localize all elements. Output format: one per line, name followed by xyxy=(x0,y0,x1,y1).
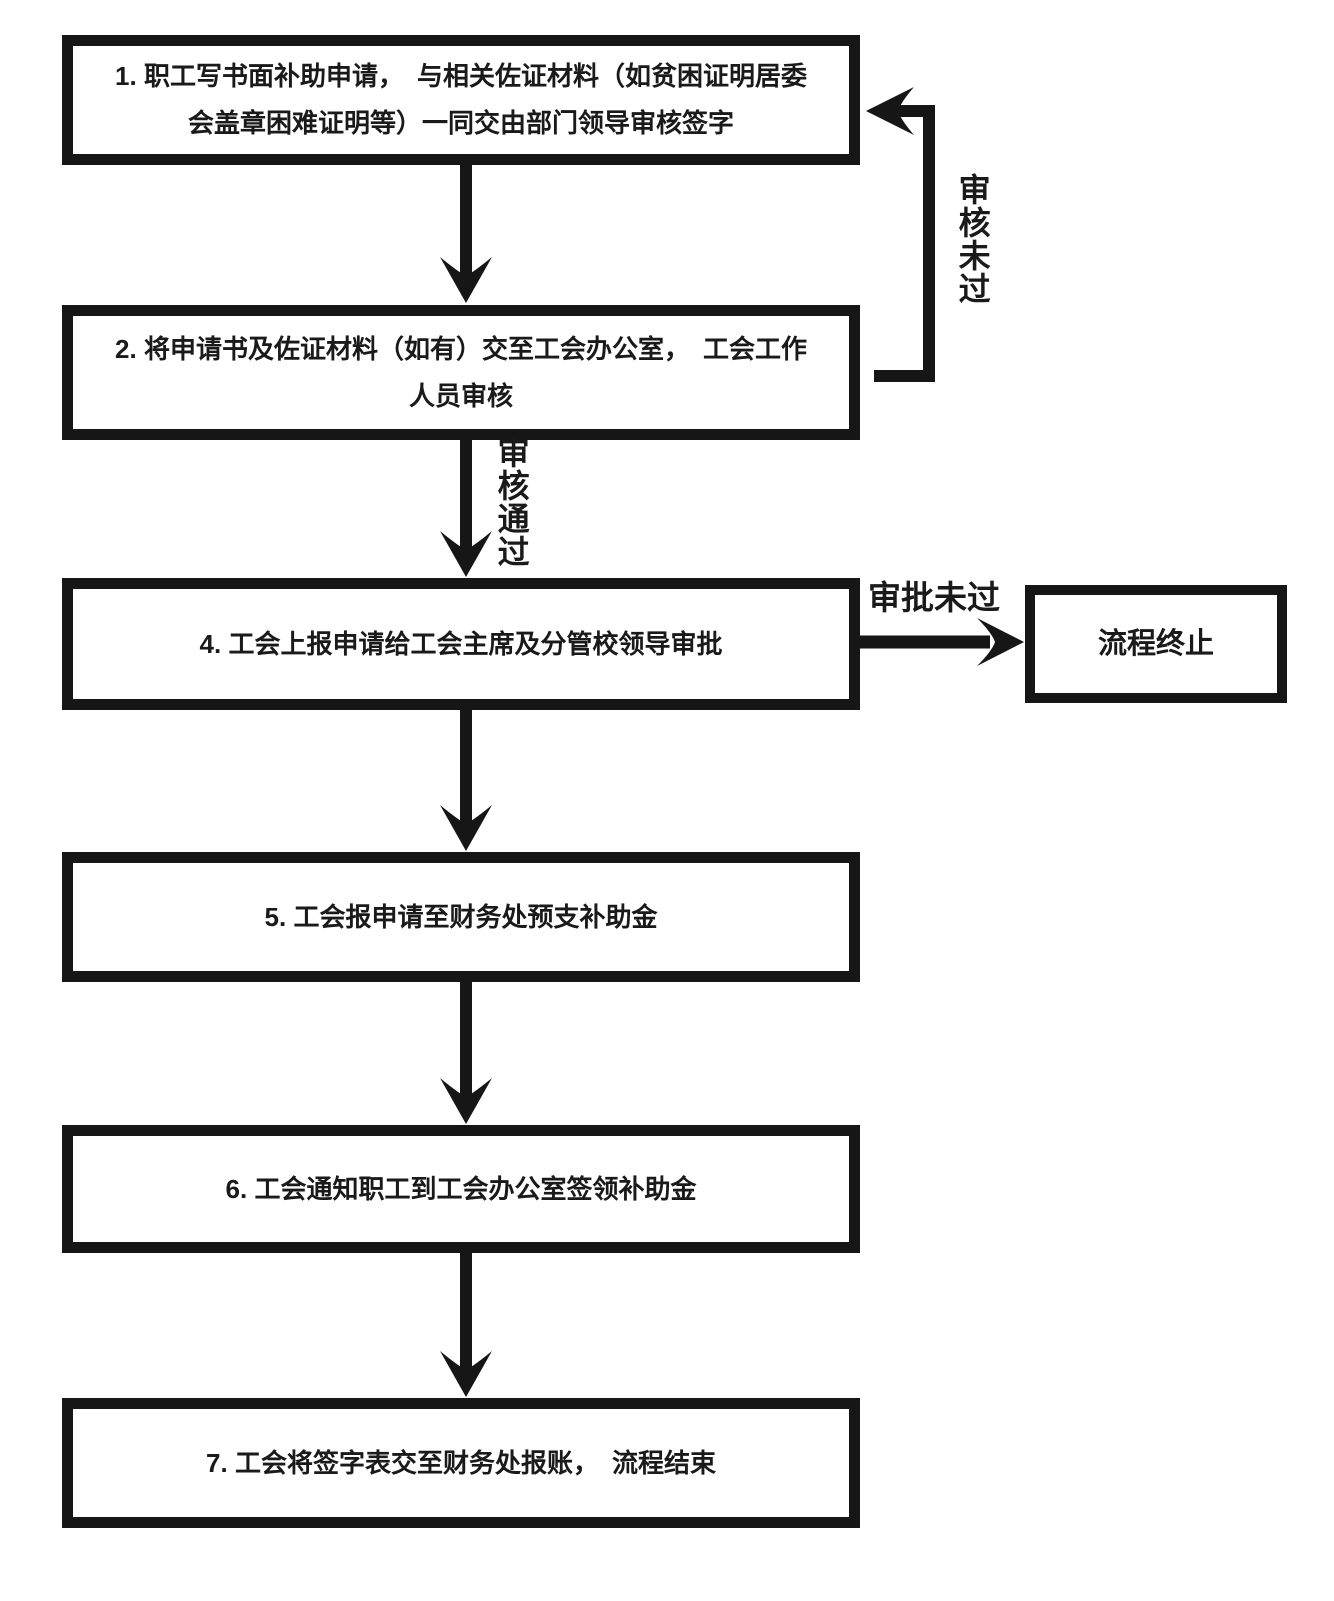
step-2-text-line-1: 2. 将申请书及佐证材料（如有）交至工会办公室， 工会工作 xyxy=(115,333,807,364)
step-7-text: 7. 工会将签字表交至财务处报账， 流程结束 xyxy=(206,1447,716,1478)
label-review-failed: 审核未过 xyxy=(954,173,991,305)
step-2-text-line-2: 人员审核 xyxy=(408,380,513,411)
step-1-text-line-1: 1. 职工写书面补助申请， 与相关佐证材料（如贫困证明居委 xyxy=(115,61,807,91)
step-6-box: 6. 工会通知职工到工会办公室签领补助金 xyxy=(62,1125,860,1253)
label-review-passed: 审核通过 xyxy=(493,436,530,568)
arrow-step6-to-step7 xyxy=(440,1247,492,1397)
arrow-review-failed-feedback xyxy=(866,87,935,382)
step-7-box: 7. 工会将签字表交至财务处报账， 流程结束 xyxy=(62,1398,860,1528)
terminate-box: 流程终止 xyxy=(1025,585,1287,703)
arrow-step4-to-step5 xyxy=(440,704,492,851)
step-2-box: 2. 将申请书及佐证材料（如有）交至工会办公室， 工会工作 人员审核 xyxy=(62,305,860,440)
step-1-text-line-2: 会盖章困难证明等）一同交由部门领导审核签字 xyxy=(187,108,734,138)
terminate-text: 流程终止 xyxy=(1097,627,1214,660)
arrow-step5-to-step6 xyxy=(440,976,492,1124)
arrow-step2-to-step4 xyxy=(440,434,492,577)
label-approval-failed: 审批未过 xyxy=(868,579,1000,616)
step-6-text: 6. 工会通知职工到工会办公室签领补助金 xyxy=(225,1173,697,1204)
step-5-box: 5. 工会报申请至财务处预支补助金 xyxy=(62,852,860,982)
arrow-step1-to-step2 xyxy=(440,160,492,303)
arrow-approval-failed xyxy=(854,618,1024,666)
step-5-text: 5. 工会报申请至财务处预支补助金 xyxy=(264,901,658,932)
step-1-box: 1. 职工写书面补助申请， 与相关佐证材料（如贫困证明居委 会盖章困难证明等）一… xyxy=(62,35,860,165)
step-4-box: 4. 工会上报申请给工会主席及分管校领导审批 xyxy=(62,578,860,710)
step-4-text: 4. 工会上报申请给工会主席及分管校领导审批 xyxy=(199,628,723,659)
